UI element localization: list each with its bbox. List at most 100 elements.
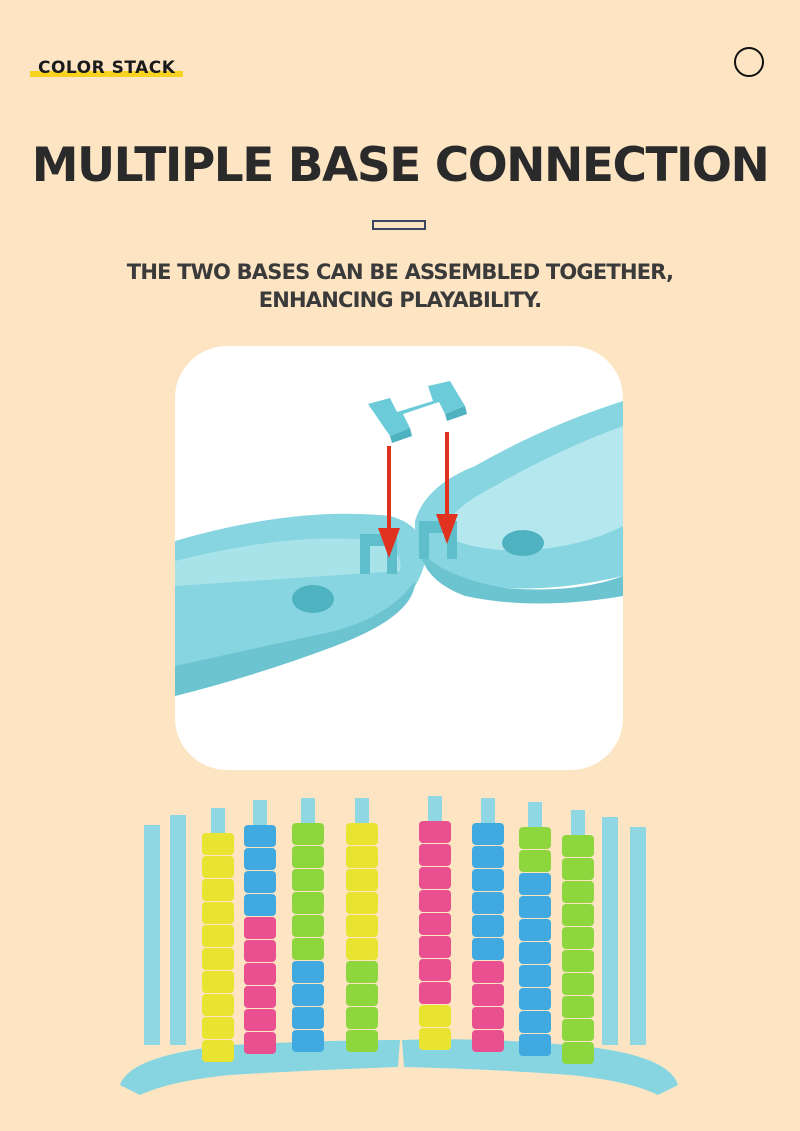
page-title: MULTIPLE BASE CONNECTION [31, 138, 770, 193]
subtitle-line-2: ENHANCING PLAYABILITY. [258, 288, 542, 312]
stack-ring [419, 959, 451, 981]
stack-ring [419, 890, 451, 912]
stack-ring [346, 938, 378, 960]
stack-ring [562, 973, 594, 995]
stack-ring [472, 823, 504, 845]
stack-ring [519, 965, 551, 987]
stack-ring [519, 942, 551, 964]
stack-ring [202, 833, 234, 855]
stack-ring [472, 961, 504, 983]
stack-ring [292, 915, 324, 937]
stack-ring [472, 984, 504, 1006]
h-connector-piece [368, 381, 467, 443]
stack-ring [472, 869, 504, 891]
stack-ring [292, 1007, 324, 1029]
right-base-hole [502, 530, 544, 556]
stack-ring [202, 925, 234, 947]
stack-ring [202, 994, 234, 1016]
stack-ring [419, 1005, 451, 1027]
brand-label: COLOR STACK [30, 56, 184, 78]
stack-ring [519, 1011, 551, 1033]
stack-ring [346, 869, 378, 891]
color-stack-toy-image [110, 785, 690, 1105]
stack-ring [562, 835, 594, 857]
stack-ring [202, 879, 234, 901]
stack-ring [292, 984, 324, 1006]
stack-ring [292, 846, 324, 868]
stack-ring [562, 1019, 594, 1041]
stack-ring [472, 846, 504, 868]
stack-ring [472, 938, 504, 960]
stack-ring [244, 1009, 276, 1031]
circle-icon[interactable] [734, 47, 764, 77]
title-divider [372, 220, 426, 230]
stack-ring [519, 919, 551, 941]
stack-ring [519, 827, 551, 849]
stack-ring [519, 850, 551, 872]
stack-ring [419, 936, 451, 958]
stack-ring [419, 867, 451, 889]
stack-ring [292, 892, 324, 914]
plain-pole [630, 827, 646, 1045]
stack-ring [202, 1040, 234, 1062]
stack-ring [519, 988, 551, 1010]
page-subtitle: THE TWO BASES CAN BE ASSEMBLED TOGETHER,… [0, 258, 800, 314]
stack-ring [562, 881, 594, 903]
stack-ring [562, 904, 594, 926]
stack-ring [519, 1034, 551, 1056]
plain-pole [170, 815, 186, 1045]
red-arrow-left [378, 446, 400, 558]
plain-pole [602, 817, 618, 1045]
stack-ring [562, 927, 594, 949]
stack-ring [519, 873, 551, 895]
stack-ring [419, 1028, 451, 1050]
stack-ring [292, 1030, 324, 1052]
stack-ring [244, 917, 276, 939]
stack-ring [562, 1042, 594, 1064]
stack-ring [346, 1007, 378, 1029]
toy-base-right [402, 1039, 678, 1095]
stack-ring [419, 821, 451, 843]
stack-ring [202, 902, 234, 924]
stack-ring [292, 961, 324, 983]
stack-ring [472, 915, 504, 937]
stack-ring [562, 996, 594, 1018]
stack-ring [244, 894, 276, 916]
stack-ring [244, 848, 276, 870]
stack-ring [472, 1007, 504, 1029]
plain-pole [144, 825, 160, 1045]
connection-closeup-image [175, 346, 623, 770]
stack-ring [292, 938, 324, 960]
stack-ring [519, 896, 551, 918]
stack-ring [244, 871, 276, 893]
stack-ring [419, 913, 451, 935]
subtitle-line-1: THE TWO BASES CAN BE ASSEMBLED TOGETHER, [126, 260, 674, 284]
stack-ring [419, 982, 451, 1004]
stack-ring [346, 915, 378, 937]
red-arrow-right [436, 432, 458, 544]
stack-ring [346, 961, 378, 983]
stack-ring [202, 856, 234, 878]
stack-ring [244, 1032, 276, 1054]
stack-ring [562, 950, 594, 972]
stack-ring [472, 1030, 504, 1052]
stack-ring [562, 858, 594, 880]
stack-ring [202, 948, 234, 970]
toy-base-left [120, 1040, 400, 1095]
stack-ring [346, 1030, 378, 1052]
stack-ring [244, 986, 276, 1008]
stack-ring [202, 1017, 234, 1039]
stack-ring [419, 844, 451, 866]
stack-ring [292, 869, 324, 891]
stack-ring [346, 984, 378, 1006]
stack-ring [346, 823, 378, 845]
left-base-hole [292, 585, 334, 613]
stack-ring [202, 971, 234, 993]
stack-ring [292, 823, 324, 845]
stack-ring [472, 892, 504, 914]
stack-ring [346, 892, 378, 914]
stack-ring [346, 846, 378, 868]
stack-ring [244, 825, 276, 847]
stack-ring [244, 963, 276, 985]
stack-ring [244, 940, 276, 962]
